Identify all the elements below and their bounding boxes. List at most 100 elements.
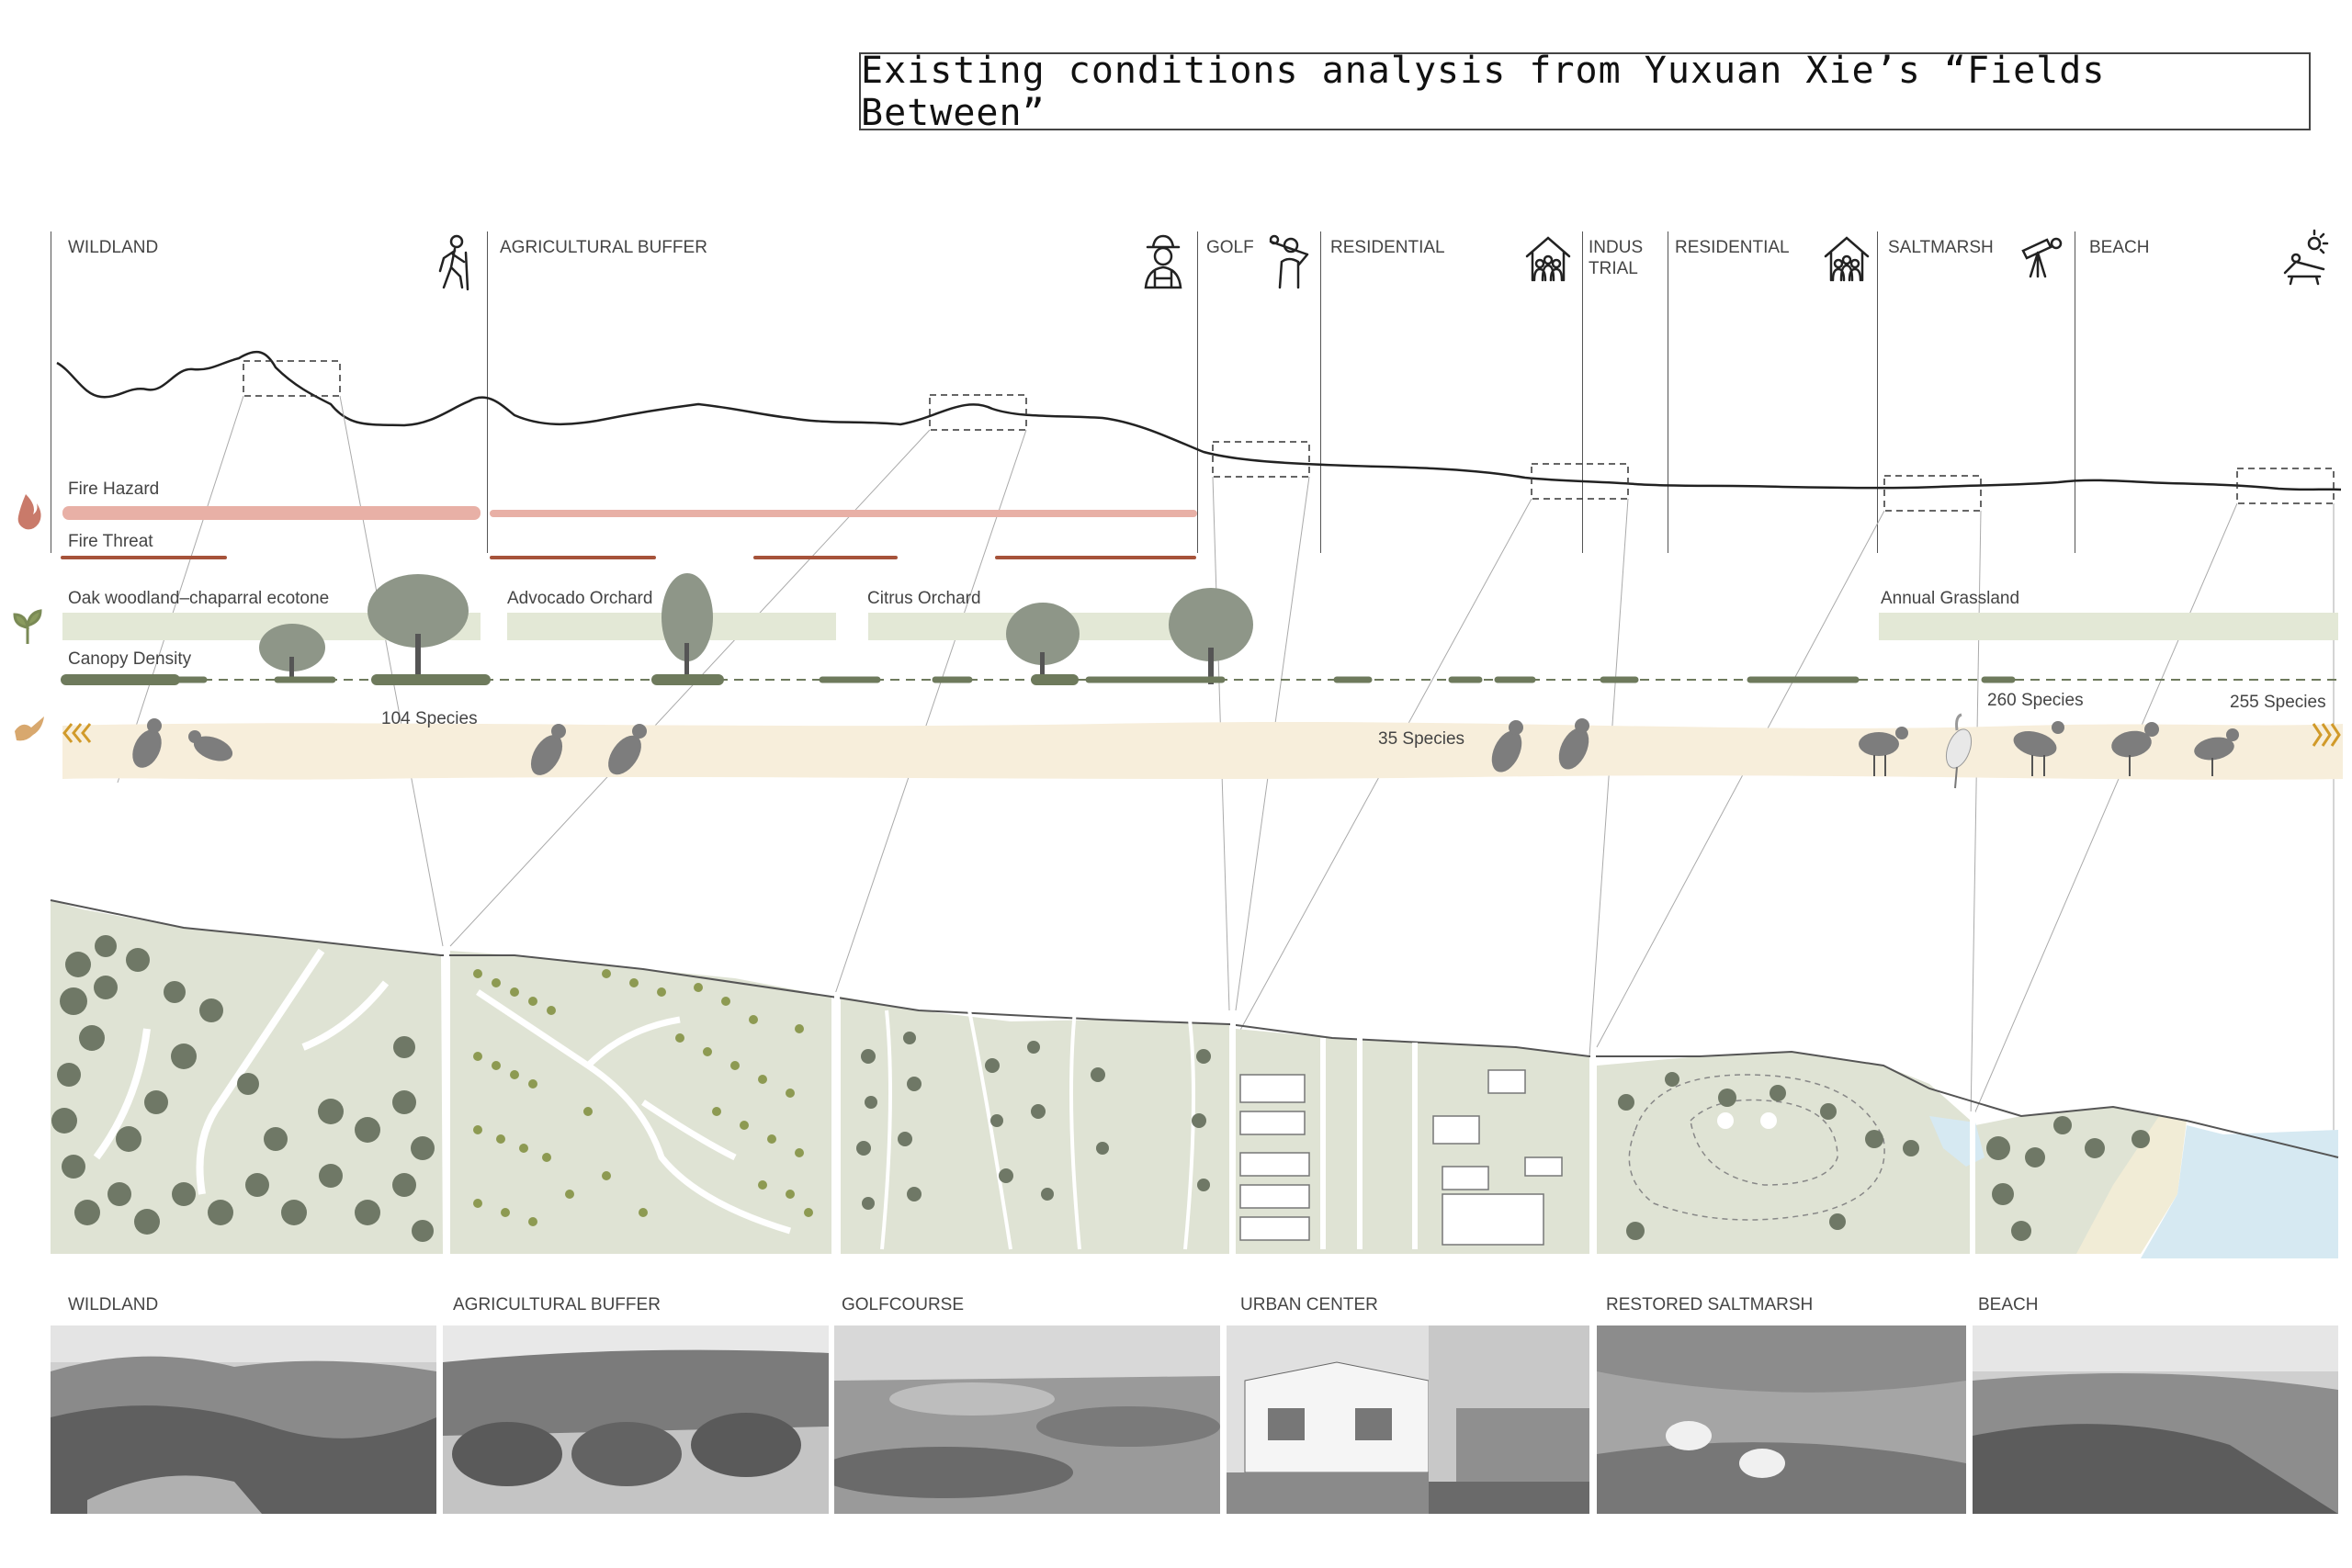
community-house-icon bbox=[1824, 236, 1870, 282]
species-count-beach: 255 Species bbox=[2230, 693, 2326, 712]
plan-tree bbox=[172, 1182, 196, 1206]
plan-tree bbox=[1618, 1094, 1634, 1111]
plan-tree bbox=[1986, 1136, 2010, 1160]
plan-tree bbox=[1626, 1222, 1645, 1240]
plan-tree bbox=[1865, 1130, 1883, 1148]
plan-tree bbox=[126, 948, 150, 972]
bird-illustration bbox=[1945, 713, 1973, 789]
plan-tree bbox=[164, 981, 186, 1003]
plan-building bbox=[1432, 1115, 1480, 1145]
plan-orchard-tree bbox=[501, 1208, 510, 1217]
terrain-profile-line bbox=[56, 350, 2342, 491]
plan-tree bbox=[62, 1155, 85, 1179]
tree-illustration bbox=[1006, 603, 1080, 682]
zoom-box bbox=[2236, 468, 2335, 504]
vegetation-label-avocado: Advocado Orchard bbox=[507, 589, 652, 608]
fire-hazard-bar bbox=[490, 510, 1197, 517]
birdwatcher-telescope-icon bbox=[2021, 237, 2063, 278]
photo-label-urban-center: URBAN CENTER bbox=[1240, 1295, 1378, 1314]
plan-tree bbox=[907, 1187, 922, 1201]
plan-tree bbox=[1770, 1085, 1786, 1101]
plan-tree bbox=[281, 1200, 307, 1225]
zoom-box bbox=[1883, 475, 1982, 512]
zone-label-beach: BEACH bbox=[2089, 238, 2150, 257]
plan-tree bbox=[144, 1090, 168, 1114]
plan-tree bbox=[412, 1220, 434, 1242]
plan-orchard-tree bbox=[528, 1217, 537, 1226]
plan-orchard-tree bbox=[703, 1047, 712, 1056]
plan-building bbox=[1239, 1074, 1306, 1103]
bird-illustration bbox=[188, 730, 233, 761]
vegetation-label-citrus: Citrus Orchard bbox=[867, 589, 981, 608]
species-count-wildland: 104 Species bbox=[381, 709, 478, 728]
plan-tree bbox=[51, 1108, 77, 1134]
photo-urban-center bbox=[1227, 1325, 1589, 1514]
bird-illustration bbox=[2194, 728, 2239, 776]
plan-orchard-tree bbox=[602, 1171, 611, 1180]
zone-divider bbox=[1320, 231, 1321, 553]
plan-orchard-tree bbox=[473, 1125, 482, 1134]
plan-building bbox=[1239, 1111, 1306, 1135]
fire-threat-label: Fire Threat bbox=[68, 532, 153, 551]
zone-label-industrial: INDUS TRIAL bbox=[1589, 238, 1644, 278]
plan-tree bbox=[208, 1200, 233, 1225]
plan-tree bbox=[1091, 1067, 1105, 1082]
bird-illustration bbox=[2111, 722, 2159, 776]
plan-building bbox=[1239, 1152, 1310, 1177]
plan-orchard-tree bbox=[675, 1033, 684, 1043]
plan-orchard-tree bbox=[749, 1015, 758, 1024]
tree-illustration bbox=[662, 573, 713, 680]
plan-tree bbox=[1031, 1104, 1046, 1119]
vegetation-band bbox=[1879, 613, 2338, 640]
plan-orchard-tree bbox=[629, 978, 639, 987]
plan-orchard-tree bbox=[473, 969, 482, 978]
vegetation-label-grassland: Annual Grassland bbox=[1881, 589, 2019, 608]
zone-divider bbox=[487, 231, 488, 553]
golfer-icon bbox=[1269, 234, 1309, 289]
plan-tree bbox=[2085, 1138, 2105, 1158]
plan-top-edge bbox=[50, 899, 2339, 1158]
plan-orchard-tree bbox=[721, 997, 730, 1006]
plan-road bbox=[1320, 1038, 1418, 1249]
plan-orchard-tree bbox=[492, 978, 501, 987]
photo-label-restored-saltmarsh: RESTORED SALTMARSH bbox=[1606, 1295, 1814, 1314]
plan-tree bbox=[393, 1036, 415, 1058]
plan-tree bbox=[1829, 1213, 1846, 1230]
plan-building bbox=[1442, 1193, 1544, 1246]
plan-tree bbox=[60, 987, 87, 1015]
plan-tree bbox=[990, 1114, 1003, 1127]
plan-beach-sand bbox=[2076, 1116, 2187, 1254]
plan-tank bbox=[1760, 1112, 1777, 1129]
plan-orchard-tree bbox=[473, 1052, 482, 1061]
plan-tree bbox=[898, 1132, 912, 1146]
photo-restored-saltmarsh bbox=[1597, 1325, 1966, 1514]
plan-tree bbox=[1192, 1113, 1206, 1128]
bird-illustration bbox=[132, 718, 162, 768]
bird-illustration bbox=[1491, 720, 1523, 773]
bird-illustration bbox=[530, 724, 566, 775]
plan-tree bbox=[107, 1182, 131, 1206]
flame-icon bbox=[17, 494, 41, 530]
plan-orchard-tree bbox=[528, 1079, 537, 1089]
bird-illustration bbox=[1558, 718, 1589, 770]
plan-orchard-tree bbox=[547, 1006, 556, 1015]
plan-tree bbox=[392, 1090, 416, 1114]
plan-orchard-tree bbox=[519, 1144, 528, 1153]
page-title: Existing conditions analysis from Yuxuan… bbox=[861, 49, 2106, 134]
plan-tree bbox=[861, 1049, 876, 1064]
vegetation-label-oak: Oak woodland–chaparral ecotone bbox=[68, 589, 329, 608]
photo-label-agricultural-buffer: AGRICULTURAL BUFFER bbox=[453, 1295, 661, 1314]
zone-label-agricultural-buffer: AGRICULTURAL BUFFER bbox=[500, 238, 707, 257]
plan-orchard-tree bbox=[740, 1121, 749, 1130]
plan-orchard-tree bbox=[602, 969, 611, 978]
plan-tree bbox=[856, 1141, 871, 1156]
bird-flyway-band bbox=[62, 722, 2343, 780]
title-box: Existing conditions analysis from Yuxuan… bbox=[859, 50, 2311, 134]
plan-orchard-tree bbox=[786, 1089, 795, 1098]
plan-road bbox=[880, 1010, 1195, 1250]
plan-tree bbox=[2025, 1147, 2045, 1168]
zoom-box bbox=[1531, 463, 1629, 500]
plan-tree bbox=[1665, 1072, 1679, 1087]
bird-illustration bbox=[608, 724, 647, 775]
plan-tree bbox=[1992, 1183, 2014, 1205]
